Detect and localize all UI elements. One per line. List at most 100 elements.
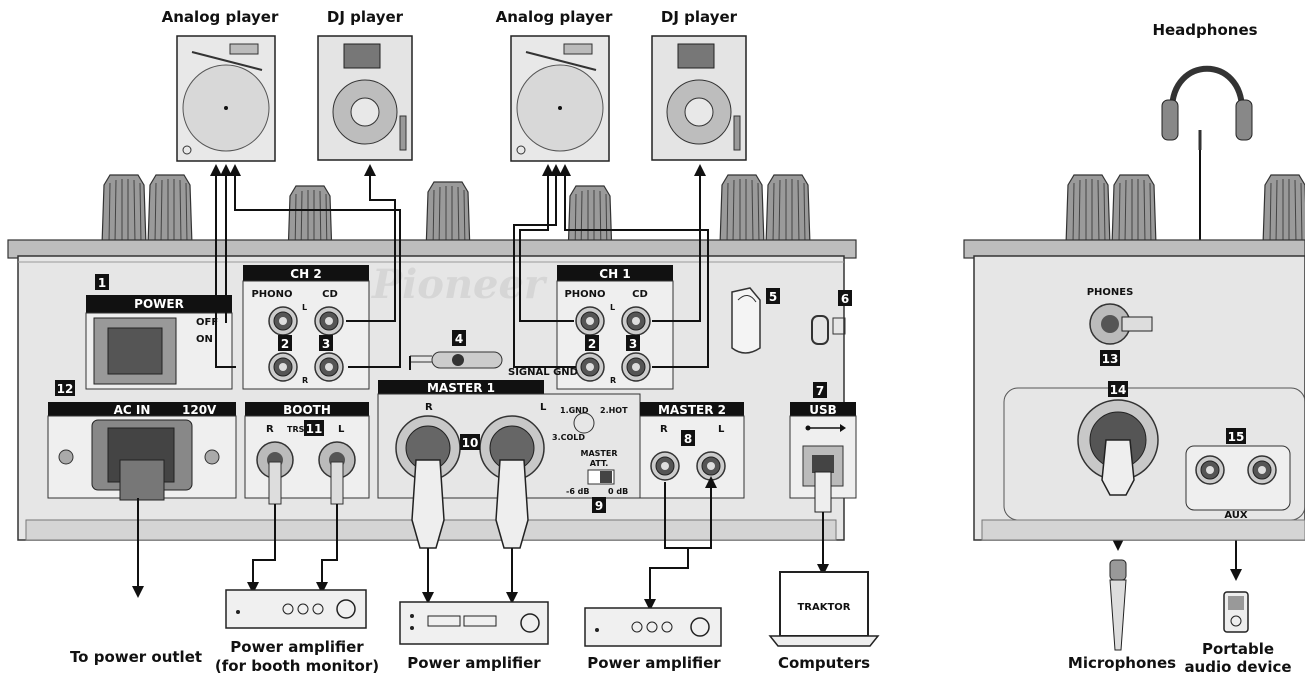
callout-2b: [585, 335, 599, 351]
microphones-label: Microphones: [1068, 654, 1176, 672]
callout-4: [452, 330, 466, 346]
ch1-r-label: R: [610, 376, 616, 385]
dj-player-label-1: DJ player: [327, 8, 404, 26]
booth-amp-icon: [225, 589, 367, 629]
booth-trs-label: TRS: [287, 425, 305, 434]
cables: [132, 150, 1268, 611]
callout-8: [681, 430, 695, 446]
ch2-cd-label: CD: [322, 289, 338, 300]
master2-r-label: R: [660, 424, 668, 435]
headphones-icon: [1161, 65, 1253, 150]
power-header: POWER: [134, 297, 184, 311]
laptop-icon: [768, 571, 880, 647]
ch2-r-label: R: [302, 376, 308, 385]
booth-section: [244, 402, 370, 505]
power-off-label: OFF: [196, 317, 218, 328]
laptop-screen-text: TRAKTOR: [797, 602, 850, 613]
portable-audio-icon: [1223, 591, 1249, 633]
headphones-label: Headphones: [1152, 21, 1257, 39]
master1-l-label: L: [540, 402, 547, 413]
att-high-label: 0 dB: [608, 487, 628, 496]
callout-9: [592, 497, 606, 513]
callout-15-text: 15: [1228, 430, 1245, 444]
analog-player-label-1: Analog player: [162, 8, 279, 26]
signal-gnd-terminal: [410, 351, 503, 369]
booth-amp-label-1: Power amplifier: [230, 638, 364, 656]
callout-1: [95, 274, 109, 290]
usb-icon: [805, 424, 846, 432]
callout-14: [1108, 381, 1128, 397]
callout-9-text: 9: [595, 499, 603, 513]
callout-2a: [278, 335, 292, 351]
master1-r-label: R: [425, 402, 433, 413]
ac-voltage-label: 120V: [182, 403, 217, 417]
ch1-l-label: L: [610, 303, 615, 312]
computers-label: Computers: [778, 654, 870, 672]
master-att-label-1: MASTER: [581, 449, 618, 458]
ch1-phono-label: PHONO: [564, 289, 605, 300]
usb-header: USB: [809, 403, 837, 417]
phones-jack: [1089, 303, 1153, 345]
callout-11: [304, 420, 324, 436]
callout-12-text: 12: [57, 382, 74, 396]
booth-r-label: R: [266, 424, 274, 435]
callout-1-text: 1: [98, 276, 106, 290]
power-on-label: ON: [196, 334, 213, 345]
pin2-label: 2.HOT: [600, 406, 628, 415]
callout-14-text: 14: [1110, 383, 1127, 397]
usb-section: [789, 402, 857, 513]
master1-section: [377, 380, 641, 549]
callout-3a: [319, 335, 333, 351]
callout-5: [766, 288, 780, 304]
ch1-cd-label: CD: [632, 289, 648, 300]
callout-3b: [626, 335, 640, 351]
callout-2a-text: 2: [281, 337, 289, 351]
booth-amp-label-2: (for booth monitor): [215, 657, 379, 675]
ch1-section: [556, 265, 674, 390]
callout-12: [55, 380, 75, 396]
callout-3b-text: 3: [629, 337, 637, 351]
pin1-label: 1.GND: [560, 406, 589, 415]
callout-6: [838, 290, 852, 306]
booth-header: BOOTH: [283, 403, 331, 417]
cord-hook: [731, 287, 761, 354]
analog-player-label-2: Analog player: [496, 8, 613, 26]
callout-3a-text: 3: [322, 337, 330, 351]
ac-in-header: AC IN: [114, 403, 151, 417]
callout-8-text: 8: [684, 432, 692, 446]
ch2-phono-label: PHONO: [251, 289, 292, 300]
callout-4-text: 4: [455, 332, 463, 346]
aux-jacks: [1185, 445, 1291, 511]
dj-player-1: [317, 35, 413, 161]
dj-player-2: [651, 35, 747, 161]
portable-label-2: audio device: [1184, 658, 1291, 676]
callout-11-text: 11: [306, 422, 323, 436]
power-outlet-label: To power outlet: [70, 648, 202, 666]
ch2-header: CH 2: [290, 267, 321, 281]
master2-l-label: L: [718, 424, 725, 435]
callout-7-text: 7: [816, 384, 824, 398]
callout-10-text: 10: [462, 436, 479, 450]
ac-in-section: [47, 402, 237, 501]
main-amp-label: Power amplifier: [407, 654, 541, 672]
signal-gnd-label: SIGNAL GND: [508, 367, 578, 378]
analog-player-2: [510, 35, 610, 162]
master2-amp-icon: [584, 607, 722, 647]
aux-label: AUX: [1224, 510, 1248, 521]
ch2-l-label: L: [302, 303, 307, 312]
dj-player-label-2: DJ player: [661, 8, 738, 26]
master1-header: MASTER 1: [427, 381, 495, 395]
analog-player-1: [176, 35, 276, 162]
master2-amp-label: Power amplifier: [587, 654, 721, 672]
callout-13: [1100, 350, 1120, 366]
mic-jack: [1077, 399, 1159, 496]
master2-header: MASTER 2: [658, 403, 726, 417]
main-amp-icon: [399, 601, 549, 645]
callout-2b-text: 2: [588, 337, 596, 351]
phones-label: PHONES: [1087, 287, 1134, 298]
power-section: [85, 295, 233, 390]
side-knobs: [1065, 174, 1305, 246]
kensington-lock: [811, 315, 846, 345]
pin3-label: 3.COLD: [552, 433, 585, 442]
